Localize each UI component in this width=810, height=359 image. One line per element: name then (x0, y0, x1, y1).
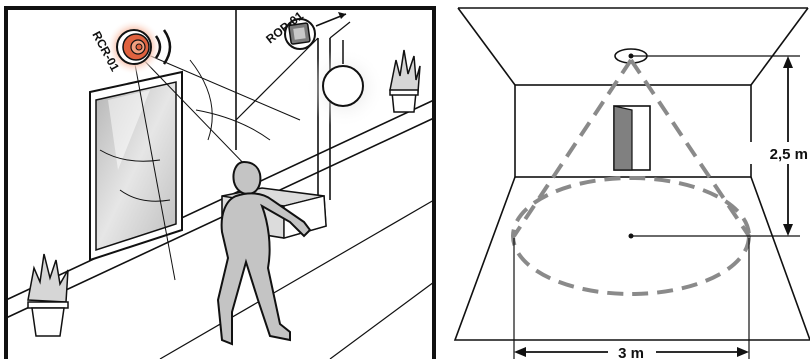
plant-icon (390, 50, 420, 112)
coverage-diagram: 2,5 m 3 m (455, 8, 810, 359)
plant-icon (28, 254, 68, 336)
pendant-lamp (305, 40, 385, 128)
corridor-corner (236, 38, 318, 120)
corridor-corner (330, 22, 350, 38)
width-label: 3 m (618, 345, 644, 359)
floor-line (330, 282, 434, 359)
window (90, 72, 182, 260)
height-label: 2,5 m (770, 146, 808, 163)
floor-line (6, 100, 434, 300)
door (614, 106, 650, 170)
room-illustration: RCR-01 ROP-01 (6, 8, 434, 359)
